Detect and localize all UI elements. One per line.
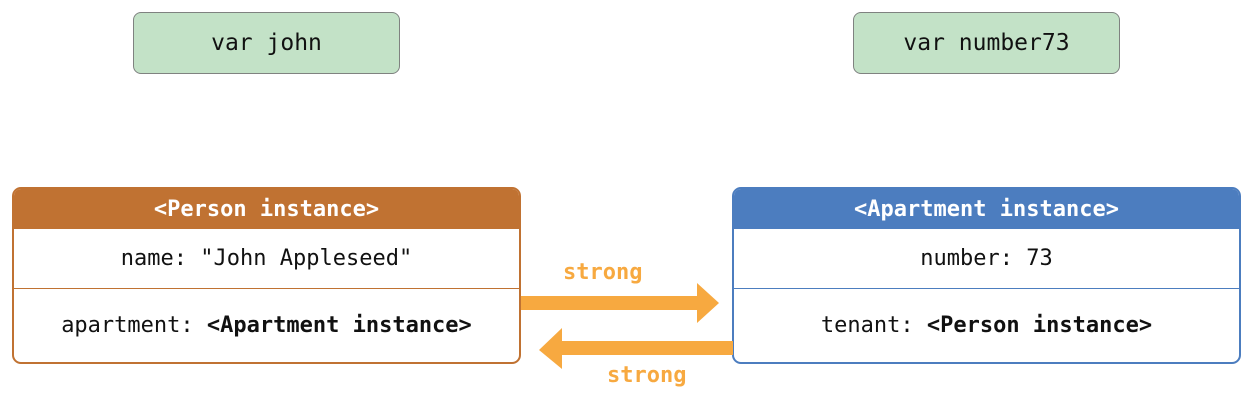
person-name-text: name: "John Appleseed": [120, 246, 413, 271]
apartment-instance-header: <Apartment instance>: [734, 189, 1239, 229]
strong-arrow-person-to-apartment: [521, 283, 719, 323]
number73-variable-label: var number73: [903, 30, 1070, 56]
person-instance-card: <Person instance> name: "John Appleseed"…: [12, 187, 521, 364]
john-variable-label: var john: [211, 30, 322, 56]
apartment-instance-title: <Apartment instance>: [854, 196, 1119, 222]
person-apartment-value: <Apartment instance>: [206, 312, 472, 338]
john-variable: var john: [133, 12, 400, 74]
apartment-tenant-row: tenant: <Person instance>: [734, 289, 1239, 361]
number73-variable: var number73: [853, 12, 1120, 74]
apartment-number-text: number: 73: [920, 246, 1053, 271]
apartment-number-row: number: 73: [734, 229, 1239, 289]
person-apartment-key: apartment:: [61, 312, 207, 338]
apartment-tenant-key: tenant:: [820, 312, 927, 338]
apartment-tenant-value: <Person instance>: [926, 312, 1153, 338]
person-instance-header: <Person instance>: [14, 189, 519, 229]
strong-arrow-apartment-to-person: [539, 328, 733, 369]
apartment-instance-card: <Apartment instance> number: 73 tenant: …: [732, 187, 1241, 364]
person-instance-title: <Person instance>: [153, 196, 380, 222]
person-name-row: name: "John Appleseed": [14, 229, 519, 289]
strong-label-person-to-apartment: strong: [563, 260, 643, 285]
person-apartment-row: apartment: <Apartment instance>: [14, 289, 519, 361]
strong-label-apartment-to-person: strong: [607, 363, 687, 388]
